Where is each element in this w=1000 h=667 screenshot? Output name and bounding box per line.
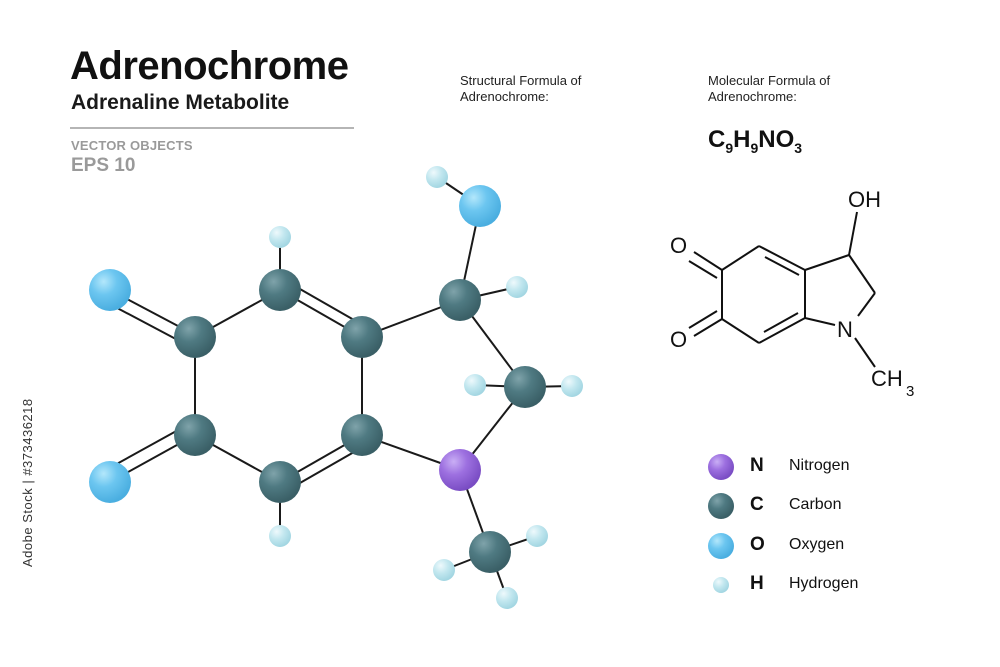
skeletal-oxygen-label: O	[670, 327, 687, 352]
formula-carbon: C	[708, 126, 726, 153]
page-subtitle: Adrenaline Metabolite	[71, 91, 290, 114]
legend-symbol: O	[750, 534, 765, 555]
structural-caption-line: Adrenochrome:	[460, 89, 549, 104]
carbon-legend-ball	[708, 493, 734, 519]
skeletal-bond	[693, 251, 723, 271]
oxygen-atom	[459, 185, 501, 227]
legend-symbol: C	[750, 494, 764, 515]
legend-label: Carbon	[789, 496, 842, 513]
skeletal-bond	[763, 312, 799, 333]
skeletal-bond	[688, 310, 718, 329]
skeletal-bond	[804, 317, 836, 326]
skeletal-bond	[764, 256, 800, 276]
hydrogen-atom	[526, 525, 548, 547]
carbon-atom	[174, 414, 216, 456]
molecular-caption-line: Adrenochrome:	[708, 89, 797, 104]
skeletal-bond	[758, 317, 806, 344]
stock-id-watermark: Adobe Stock | #373436218	[20, 398, 35, 567]
legend-label: Hydrogen	[789, 575, 859, 592]
structural-caption-line: Structural Formula of	[460, 73, 582, 88]
hydrogen-atom	[561, 375, 583, 397]
hydrogen-atom	[426, 166, 448, 188]
hydrogen-atom	[464, 374, 486, 396]
carbon-atom	[439, 279, 481, 321]
oxygen-atom	[89, 269, 131, 311]
oxygen-atom	[89, 461, 131, 503]
hydrogen-atom	[269, 226, 291, 248]
atoms	[89, 166, 583, 609]
carbon-atom	[341, 316, 383, 358]
formula-hydrogen-count: 9	[750, 140, 759, 156]
formula-hydrogen: H	[733, 126, 751, 153]
skeletal-bond	[688, 260, 718, 279]
hydrogen-atom	[506, 276, 528, 298]
skeletal-bond	[758, 245, 806, 271]
skeletal-bond	[854, 337, 876, 368]
nitrogen-atom	[439, 449, 481, 491]
skeletal-bond	[857, 292, 876, 317]
skeletal-bond	[693, 318, 723, 337]
carbon-atom	[259, 269, 301, 311]
skeletal-bond	[848, 211, 858, 256]
hydrogen-atom	[269, 525, 291, 547]
skeletal-bond	[848, 254, 876, 294]
formula-carbon-count: 9	[725, 140, 734, 156]
hydrogen-atom	[433, 559, 455, 581]
hydrogen-legend-ball	[713, 577, 729, 593]
legend-symbol: H	[750, 573, 764, 594]
skeletal-bond	[721, 318, 760, 344]
structural-formula-caption: Structural Formula of Adrenochrome:	[460, 73, 581, 105]
skeletal-ch-subscript: 3	[906, 383, 914, 400]
legend-balls	[708, 454, 734, 593]
carbon-atom	[504, 366, 546, 408]
skeletal-ch-label: CH	[871, 366, 903, 391]
hydrogen-atom	[496, 587, 518, 609]
skeletal-bond	[804, 254, 850, 271]
molecular-caption-line: Molecular Formula of	[708, 73, 831, 88]
skeletal-formula	[688, 211, 876, 368]
carbon-atom	[259, 461, 301, 503]
skeletal-bond	[721, 245, 760, 271]
carbon-atom	[469, 531, 511, 573]
skeletal-oh-label: OH	[848, 187, 881, 212]
page-title: Adrenochrome	[70, 44, 349, 88]
formula-no: NO	[758, 126, 795, 153]
skeletal-oxygen-label: O	[670, 233, 687, 258]
divider	[70, 127, 354, 129]
vector-objects-label: VECTOR OBJECTS	[71, 138, 193, 153]
molecular-formula-caption: Molecular Formula of Adrenochrome:	[708, 73, 830, 105]
molecular-formula: C9H9NO3	[708, 126, 802, 156]
carbon-atom	[174, 316, 216, 358]
oxygen-legend-ball	[708, 533, 734, 559]
carbon-atom	[341, 414, 383, 456]
eps-label: EPS 10	[71, 155, 136, 176]
nitrogen-legend-ball	[708, 454, 734, 480]
skeletal-atom-labels: OH O O N CH 3	[670, 187, 914, 400]
formula-oxygen-count: 3	[794, 140, 803, 156]
legend-label: Oxygen	[789, 536, 845, 553]
legend-label: Nitrogen	[789, 457, 850, 474]
skeletal-nitrogen-label: N	[837, 317, 853, 342]
legend-symbol: N	[750, 455, 764, 476]
